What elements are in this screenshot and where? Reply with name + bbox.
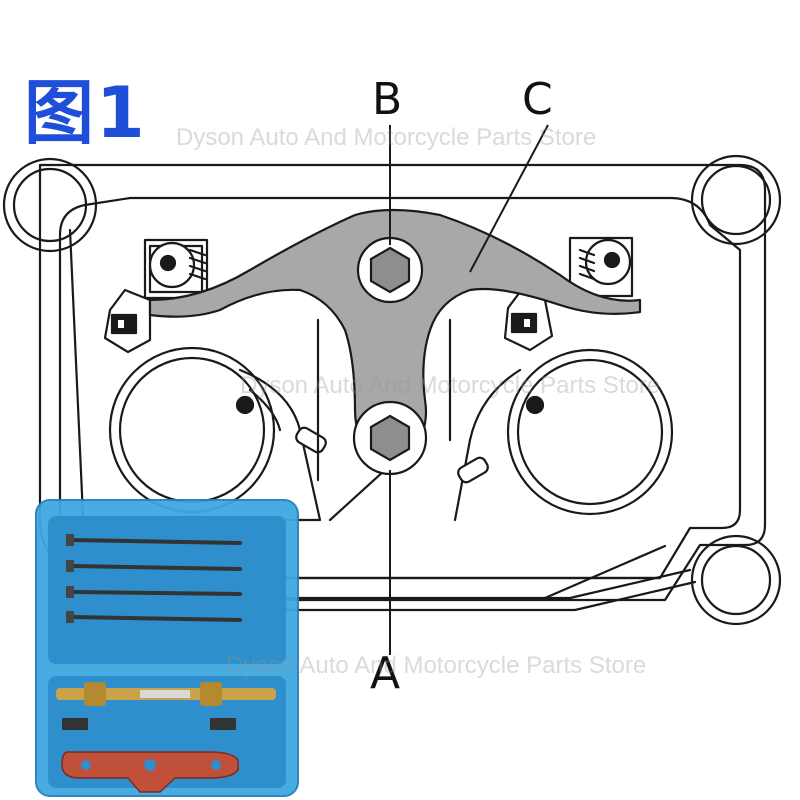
callout-label-a: A bbox=[370, 648, 401, 699]
hex-bolt-icon bbox=[369, 414, 411, 462]
watermark-text: Dyson Auto And Motorcycle Parts Store bbox=[240, 372, 661, 399]
timing-tool-kit-photo bbox=[35, 499, 299, 797]
callout-label-b: B bbox=[372, 74, 403, 125]
watermark-text: Dyson Auto And Motorcycle Parts Store bbox=[176, 124, 597, 151]
corner-boss-bottom-right bbox=[690, 534, 782, 626]
left-sensor-clip bbox=[103, 288, 152, 354]
corner-boss-top-left bbox=[2, 157, 98, 253]
corner-boss-top-right bbox=[690, 154, 782, 246]
kit-locking-pins bbox=[56, 682, 276, 706]
kit-locking-plate bbox=[61, 751, 239, 793]
camshaft-locking-plate bbox=[148, 208, 642, 466]
bolt-b bbox=[356, 236, 424, 304]
bolt-a bbox=[352, 400, 428, 476]
callout-label-c: C bbox=[522, 74, 553, 125]
right-camshaft-bore bbox=[453, 348, 674, 522]
watermark-text: Dyson Auto And Motorcycle Parts Store bbox=[226, 652, 647, 679]
figure-label: 图1 bbox=[24, 72, 147, 154]
callout-c-leader bbox=[469, 124, 549, 273]
left-locking-pin bbox=[143, 238, 209, 300]
hex-bolt-icon bbox=[369, 246, 411, 294]
